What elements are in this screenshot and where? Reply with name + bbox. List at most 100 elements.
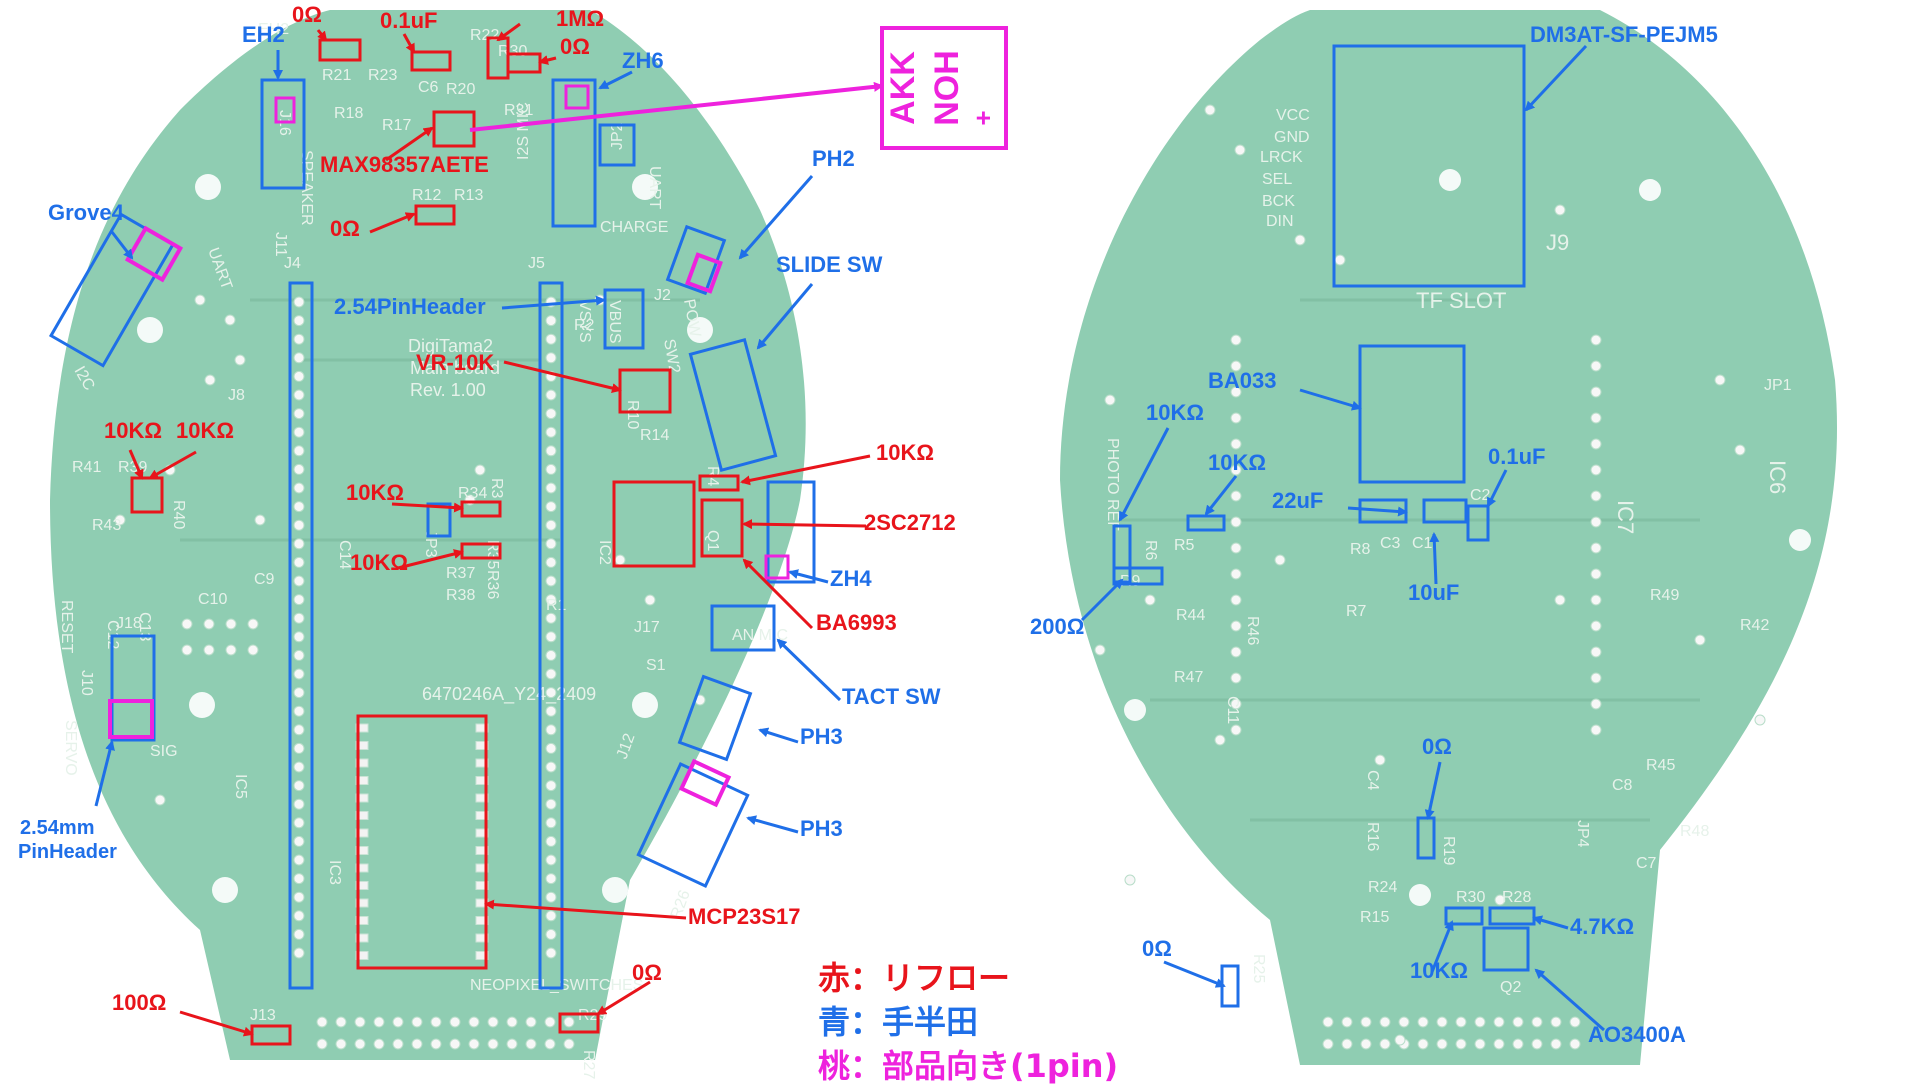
via bbox=[1494, 894, 1506, 906]
silk-label: IC6 bbox=[1765, 460, 1790, 494]
header-j4-pin bbox=[293, 482, 305, 494]
silk-label: C4 bbox=[1364, 770, 1381, 791]
via bbox=[1554, 204, 1566, 216]
hand-solder-label: 10KΩ bbox=[1410, 958, 1468, 983]
via bbox=[224, 314, 236, 326]
slide-sw-box bbox=[688, 337, 778, 473]
header-left-pin bbox=[1230, 490, 1242, 502]
silk-label: J4 bbox=[284, 255, 301, 272]
header-j4-pin bbox=[293, 631, 305, 643]
mounting-hole bbox=[687, 317, 713, 343]
silk-label: R49 bbox=[1650, 587, 1679, 604]
reflow-arrow bbox=[503, 360, 622, 393]
header-j5-pin bbox=[545, 649, 557, 661]
silk-label: R31 bbox=[504, 102, 533, 119]
reflow-arrow bbox=[742, 519, 867, 530]
silk-label: R5 bbox=[1174, 537, 1195, 554]
header-j4-pin bbox=[293, 724, 305, 736]
ic3-pin bbox=[475, 951, 489, 960]
header-j4-pin bbox=[293, 538, 305, 550]
q1-2sc2712-box bbox=[700, 498, 744, 558]
reflow-label: 0Ω bbox=[292, 2, 322, 27]
via bbox=[1214, 734, 1226, 746]
silk-label: J5 bbox=[528, 255, 545, 272]
hand-solder-arrow bbox=[1534, 968, 1605, 1032]
silk-label: J10 bbox=[78, 670, 95, 696]
via bbox=[1124, 874, 1136, 886]
header-j4-pin bbox=[293, 333, 305, 345]
silk-label: R20 bbox=[446, 81, 475, 98]
reflow-label: 10KΩ bbox=[350, 550, 408, 575]
header-j5-pin bbox=[545, 891, 557, 903]
header-j13-pin bbox=[544, 1038, 556, 1050]
eh2-box bbox=[260, 78, 306, 190]
hand-solder-arrow bbox=[110, 231, 134, 260]
header-j13-pin bbox=[354, 1038, 366, 1050]
hand-solder-label: AO3400A bbox=[1588, 1022, 1686, 1047]
silk-label: R34 bbox=[458, 485, 487, 502]
silk-label: R3 bbox=[488, 478, 505, 499]
hand-solder-label: PinHeader bbox=[18, 841, 117, 863]
silk-label: R28 bbox=[1502, 889, 1531, 906]
ic3-pin bbox=[475, 933, 489, 943]
ic3-pin bbox=[475, 916, 489, 925]
hand-solder-label: SLIDE SW bbox=[776, 252, 883, 277]
header-j4-pin bbox=[293, 370, 305, 382]
ic3-pin bbox=[355, 811, 369, 820]
header-j4-pin bbox=[293, 668, 305, 680]
hand-solder-arrow bbox=[1532, 915, 1569, 930]
hand-solder-label: ZH6 bbox=[622, 48, 664, 73]
mounting-hole bbox=[189, 692, 215, 718]
ic3-pin bbox=[355, 723, 369, 733]
via bbox=[1550, 1016, 1562, 1028]
ic3-pin bbox=[475, 811, 489, 820]
hand-solder-label: 0Ω bbox=[1422, 734, 1452, 759]
via bbox=[1360, 1038, 1372, 1050]
hand-solder-arrow bbox=[94, 740, 115, 807]
via bbox=[1374, 754, 1386, 766]
via bbox=[1341, 1038, 1353, 1050]
silk-label: SIG bbox=[150, 743, 178, 760]
via bbox=[247, 618, 259, 630]
ic3-pin bbox=[355, 863, 369, 873]
header-j4-pin bbox=[293, 296, 305, 308]
silk-label: VSYS bbox=[576, 300, 593, 343]
reflow-label: MAX98357AETE bbox=[320, 152, 489, 177]
header-j4-pin bbox=[293, 780, 305, 792]
hand-solder-label: EH2 bbox=[242, 22, 285, 47]
via bbox=[1694, 634, 1706, 646]
header-j5-pin bbox=[545, 594, 557, 606]
via bbox=[1379, 1016, 1391, 1028]
silk-label: SERVO bbox=[62, 720, 79, 776]
header-j5-pin bbox=[545, 780, 557, 792]
mounting-hole bbox=[1189, 989, 1211, 1011]
via bbox=[1436, 1016, 1448, 1028]
via bbox=[1274, 554, 1286, 566]
header-j13-pin bbox=[430, 1016, 442, 1028]
silk-label: NEOPIXEL_SWITCHES bbox=[470, 977, 643, 994]
header-left-pin bbox=[1230, 542, 1242, 554]
hand-solder-arrow bbox=[1524, 44, 1588, 112]
hand-solder-label: 200Ω bbox=[1030, 614, 1084, 639]
header-j5-pin bbox=[545, 445, 557, 457]
header-j4-pin bbox=[293, 873, 305, 885]
via bbox=[114, 514, 126, 526]
ba033-box bbox=[1358, 344, 1466, 484]
via bbox=[1322, 1038, 1334, 1050]
silk-label: JP1 bbox=[1764, 377, 1792, 394]
silk-label: GND bbox=[1274, 129, 1310, 146]
mounting-hole bbox=[1639, 179, 1661, 201]
header-j5-pin bbox=[545, 538, 557, 550]
header-j4-pin bbox=[293, 352, 305, 364]
hand-solder-arrow bbox=[756, 283, 814, 350]
ic3-pin bbox=[475, 758, 489, 768]
r25-box bbox=[1220, 964, 1240, 1008]
silk-label: J2 bbox=[654, 287, 671, 304]
silk-label: R43 bbox=[92, 517, 121, 534]
silk-label: JP4 bbox=[1574, 820, 1591, 848]
ic3-pin bbox=[475, 828, 489, 838]
tf-slot-box bbox=[1332, 44, 1526, 288]
pin1-ph3 bbox=[678, 758, 732, 808]
header-j13-pin bbox=[487, 1016, 499, 1028]
r21-box bbox=[318, 38, 362, 62]
